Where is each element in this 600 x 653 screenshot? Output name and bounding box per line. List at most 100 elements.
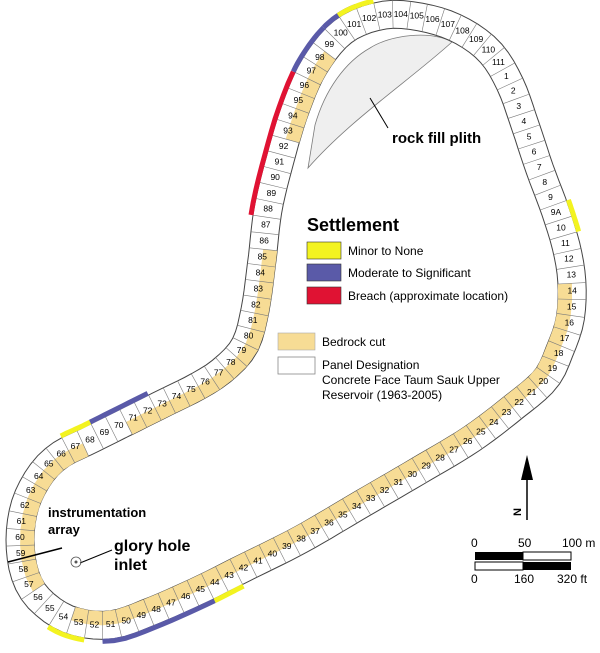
instrumentation-label-1: instrumentation	[48, 505, 146, 520]
panel-divider	[84, 610, 89, 639]
panel-labels: 234567899A101112131415161718192021222324…	[15, 9, 577, 630]
panel-divider	[282, 103, 309, 114]
glory-label-2: inlet	[114, 557, 148, 574]
panel-divider	[157, 593, 170, 620]
panel-divider	[249, 247, 278, 251]
bedrock-cut-segment	[215, 559, 237, 580]
legend-label-panel-1: Panel Designation	[322, 358, 419, 372]
bedrock-cut-segment	[244, 545, 266, 565]
bedrock-cut-segment	[20, 513, 37, 531]
panel-divider	[105, 416, 119, 442]
panel-divider	[133, 402, 147, 428]
panel-number: 108	[455, 26, 469, 36]
panel-number: 101	[347, 19, 361, 29]
panel-number: 15	[567, 302, 577, 312]
panel-divider	[482, 47, 505, 66]
panel-number: 89	[267, 188, 277, 198]
panel-number: 78	[226, 357, 236, 367]
bedrock-cut-segment	[295, 93, 315, 114]
settlement-strip	[88, 391, 149, 425]
panel-number: 75	[186, 384, 196, 394]
panel-divider	[473, 33, 492, 56]
bedrock-cut-segment	[115, 605, 134, 624]
bedrock-cut-segment	[261, 249, 278, 267]
panel-number: 46	[181, 591, 191, 601]
north-arrow: N	[512, 455, 533, 520]
legend-label-moderate: Moderate to Significant	[348, 266, 471, 280]
bedrock-cut-segment	[86, 610, 103, 626]
legend: Settlement Minor to None Moderate to Sig…	[277, 215, 508, 402]
panel-divider	[528, 170, 556, 181]
panel-divider	[8, 510, 37, 517]
bedrock-cut-segment	[290, 108, 309, 128]
panel-divider	[258, 544, 272, 571]
panel-number: 81	[248, 315, 258, 325]
bedrock-cut-segment	[102, 609, 119, 626]
legend-swatch-bedrock	[277, 332, 316, 351]
panel-divider	[186, 580, 200, 607]
panel-divider	[61, 437, 75, 463]
panel-number: 102	[362, 13, 376, 23]
panel-divider	[259, 182, 287, 190]
bedrock-cut-segment	[250, 313, 269, 333]
panel-number: 70	[114, 420, 124, 430]
panel-divider	[191, 373, 206, 399]
bedrock-cut-segment	[412, 450, 434, 471]
panel-divider	[553, 248, 582, 255]
panel-divider	[276, 119, 304, 129]
bedrock-cut-segment	[516, 377, 538, 398]
panel-divider	[148, 394, 162, 421]
panel-number: 72	[143, 405, 153, 415]
legend-label-panel-3: Reservoir (1963-2005)	[322, 388, 442, 402]
panel-divider	[556, 264, 585, 270]
settlement-strip	[102, 598, 216, 644]
panel-number: 50	[121, 616, 131, 626]
panel-number: 3	[516, 101, 521, 111]
legend-title: Settlement	[307, 215, 399, 235]
panel-divider	[204, 366, 220, 390]
panel-divider	[244, 551, 258, 578]
bedrock-cut-segment	[426, 442, 448, 463]
legend-swatch-moderate	[306, 263, 342, 282]
panel-number: 34	[352, 501, 362, 511]
bedrock-cut-segment	[466, 416, 488, 438]
panel-divider	[115, 609, 122, 638]
panel-divider	[534, 184, 561, 196]
bedrock-cut-segment	[315, 507, 336, 528]
panel-divider	[439, 441, 455, 467]
legend-label-minor: Minor to None	[348, 244, 424, 258]
instrumentation-line	[7, 547, 63, 563]
panel-number: 107	[441, 19, 455, 29]
bedrock-cut-segment	[328, 498, 350, 520]
panel-divider	[128, 605, 140, 632]
panel-number: 7	[537, 162, 542, 172]
panel-divider	[66, 606, 76, 634]
panel-divider	[273, 537, 287, 564]
bedrock-cut-segment	[315, 51, 336, 72]
panel-number: 62	[20, 500, 30, 510]
panel-divider	[263, 166, 291, 174]
bedrock-cut-segment	[453, 425, 475, 446]
settlement-strip	[248, 70, 296, 216]
bedrock-cut-segment	[169, 393, 190, 414]
panel-divider	[373, 2, 381, 31]
panel-number: 18	[554, 348, 564, 358]
plinth-label: rock fill plith	[392, 130, 481, 147]
glory-leader	[79, 549, 113, 564]
panel-number: 20	[539, 376, 549, 386]
panel-number: 48	[151, 604, 161, 614]
panel-divider	[553, 326, 581, 336]
panel-number: 51	[106, 619, 116, 629]
legend-label-panel-2: Concrete Face Taum Sauk Upper	[322, 373, 500, 387]
panel-divider	[267, 150, 296, 159]
panel-divider	[45, 447, 64, 471]
panel-number: 14	[567, 286, 577, 296]
panel-divider	[384, 474, 399, 499]
panel-number: 106	[425, 14, 439, 24]
panel-divider	[21, 583, 45, 600]
panel-number: 65	[44, 459, 54, 469]
bedrock-cut-segment	[301, 78, 321, 99]
panel-divider	[466, 425, 483, 449]
panel-divider	[502, 93, 530, 104]
bedrock-cut-segment	[356, 482, 378, 503]
